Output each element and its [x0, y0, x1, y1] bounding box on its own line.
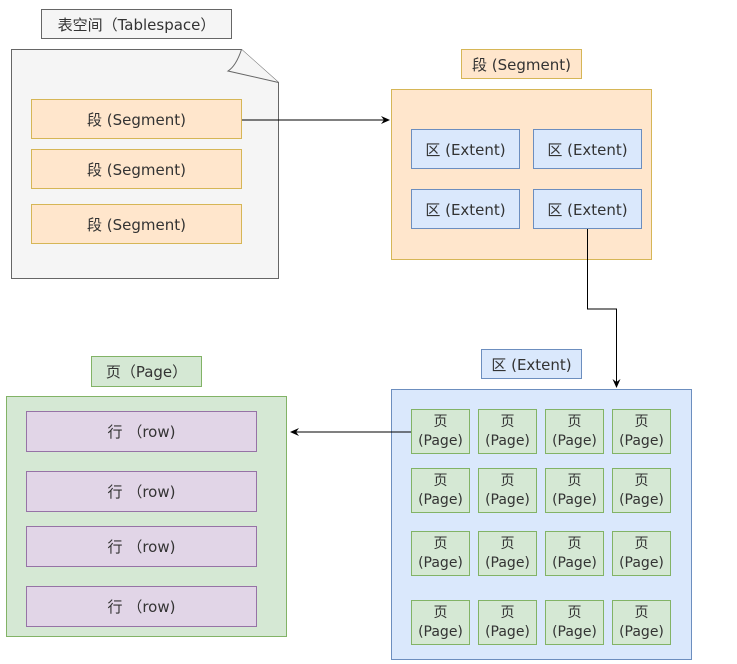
page-row[interactable]: 行 （row) [26, 411, 257, 452]
page-cn-label: 页 [433, 413, 448, 430]
segment-container [391, 89, 652, 260]
page-cn-label: 页 [634, 413, 649, 430]
page-cn-label: 页 [433, 472, 448, 489]
extent-label: 区 (Extent) [481, 349, 582, 379]
page-en-label: (Page) [552, 554, 597, 571]
extent-page[interactable]: 页 (Page) [478, 468, 537, 513]
page-cn-label: 页 [567, 535, 582, 552]
page-en-label: (Page) [485, 554, 530, 571]
extent-page[interactable]: 页 (Page) [478, 600, 537, 645]
page-label: 页（Page） [91, 356, 202, 387]
segment-extent[interactable]: 区 (Extent) [411, 189, 520, 229]
segment-extent[interactable]: 区 (Extent) [533, 129, 642, 169]
extent-page[interactable]: 页 (Page) [411, 409, 470, 454]
segment-label: 段 (Segment) [461, 49, 582, 79]
tablespace-segment[interactable]: 段 (Segment) [31, 204, 242, 244]
page-en-label: (Page) [619, 623, 664, 640]
page-cn-label: 页 [634, 472, 649, 489]
page-cn-label: 页 [567, 604, 582, 621]
tablespace-segment[interactable]: 段 (Segment) [31, 99, 242, 139]
folded-corner-icon [226, 49, 279, 83]
page-en-label: (Page) [485, 432, 530, 449]
page-cn-label: 页 [500, 413, 515, 430]
page-en-label: (Page) [552, 623, 597, 640]
page-en-label: (Page) [418, 432, 463, 449]
page-en-label: (Page) [485, 623, 530, 640]
extent-page[interactable]: 页 (Page) [545, 409, 604, 454]
page-cn-label: 页 [500, 535, 515, 552]
page-cn-label: 页 [634, 604, 649, 621]
extent-page[interactable]: 页 (Page) [612, 409, 671, 454]
page-row[interactable]: 行 （row) [26, 471, 257, 512]
page-cn-label: 页 [433, 535, 448, 552]
extent-page[interactable]: 页 (Page) [411, 531, 470, 576]
extent-page[interactable]: 页 (Page) [612, 531, 671, 576]
extent-page[interactable]: 页 (Page) [612, 600, 671, 645]
extent-page[interactable]: 页 (Page) [478, 409, 537, 454]
tablespace-label: 表空间（Tablespace） [41, 9, 232, 39]
page-row[interactable]: 行 （row) [26, 526, 257, 567]
page-cn-label: 页 [500, 604, 515, 621]
page-en-label: (Page) [418, 491, 463, 508]
extent-page[interactable]: 页 (Page) [478, 531, 537, 576]
extent-page[interactable]: 页 (Page) [411, 600, 470, 645]
page-en-label: (Page) [552, 491, 597, 508]
extent-page[interactable]: 页 (Page) [411, 468, 470, 513]
page-en-label: (Page) [485, 491, 530, 508]
page-cn-label: 页 [567, 472, 582, 489]
page-en-label: (Page) [552, 432, 597, 449]
tablespace-segment[interactable]: 段 (Segment) [31, 149, 242, 189]
page-en-label: (Page) [619, 491, 664, 508]
page-en-label: (Page) [418, 554, 463, 571]
page-en-label: (Page) [619, 432, 664, 449]
extent-page[interactable]: 页 (Page) [545, 468, 604, 513]
extent-page[interactable]: 页 (Page) [612, 468, 671, 513]
segment-extent[interactable]: 区 (Extent) [533, 189, 642, 229]
extent-page[interactable]: 页 (Page) [545, 600, 604, 645]
extent-page[interactable]: 页 (Page) [545, 531, 604, 576]
page-cn-label: 页 [433, 604, 448, 621]
page-en-label: (Page) [619, 554, 664, 571]
page-row[interactable]: 行 （row) [26, 586, 257, 627]
page-cn-label: 页 [634, 535, 649, 552]
page-cn-label: 页 [567, 413, 582, 430]
page-en-label: (Page) [418, 623, 463, 640]
page-cn-label: 页 [500, 472, 515, 489]
segment-extent[interactable]: 区 (Extent) [411, 129, 520, 169]
